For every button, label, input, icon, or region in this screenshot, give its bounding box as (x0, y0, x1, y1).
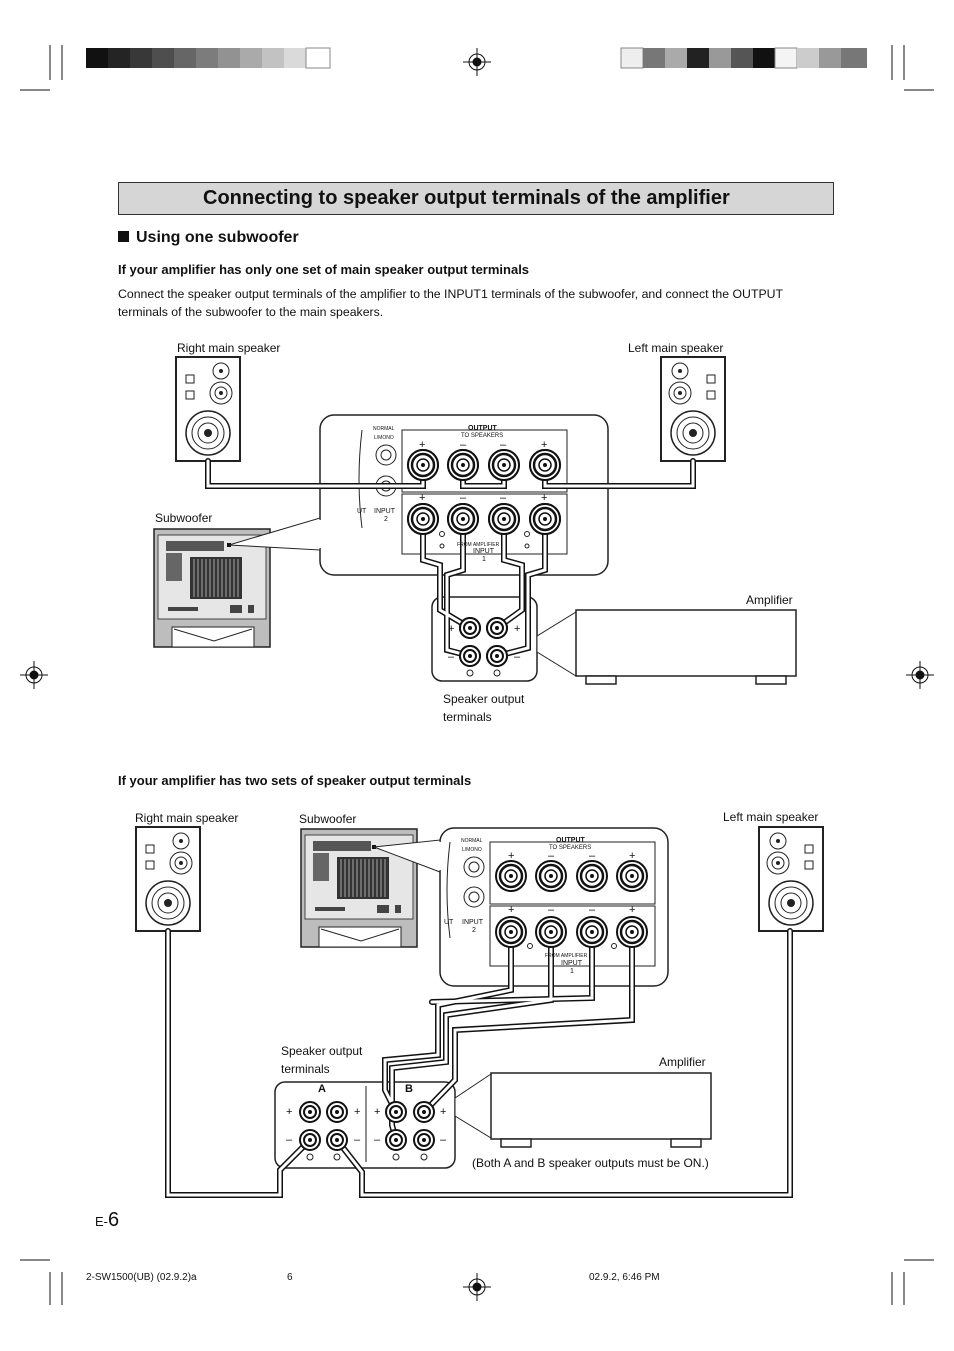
right-main-speaker-2 (135, 826, 201, 932)
label-left-main-speaker-1: Left main speaker (628, 341, 724, 355)
svg-text:+: + (508, 904, 514, 916)
panel1-input2: INPUT (374, 508, 395, 515)
panel2-input1-num: 1 (570, 968, 574, 975)
section-title: Connecting to speaker output terminals o… (203, 187, 730, 209)
diagram-one-set: + – – + + – – + + + – – (153, 356, 797, 685)
svg-text:+: + (508, 850, 514, 862)
panel2-output: OUTPUT (556, 837, 585, 844)
panel1-input2-num: 2 (384, 516, 388, 523)
left-main-speaker-2 (758, 826, 824, 932)
page-number-value: 6 (108, 1209, 120, 1231)
label-speaker-output-2a: Speaker output (281, 1044, 363, 1058)
panel2-normal: NORMAL (461, 838, 483, 844)
svg-text:–: – (440, 1134, 447, 1146)
label-left-main-speaker-2: Left main speaker (723, 810, 819, 824)
panel1-mono: L/MONO (374, 435, 394, 441)
panel1-from-amplifier: FROM AMPLIFIER (457, 542, 500, 548)
color-bar-left (86, 47, 331, 69)
svg-text:–: – (460, 492, 467, 504)
panel2-mono: L/MONO (462, 847, 482, 853)
svg-text:–: – (460, 439, 467, 451)
svg-text:–: – (286, 1134, 293, 1146)
svg-text:–: – (589, 904, 596, 916)
panel1-to-speakers: TO SPEAKERS (461, 433, 504, 439)
svg-text:–: – (514, 651, 521, 663)
footer-date: 02.9.2, 6:46 PM (589, 1272, 660, 1283)
svg-text:+: + (286, 1106, 292, 1118)
panel2-input2-num: 2 (472, 927, 476, 934)
subheading-text: Using one subwoofer (136, 229, 299, 246)
page-number: E-6 (95, 1209, 119, 1232)
case1-body: Connect the speaker output terminals of … (118, 287, 783, 319)
panel1-ut: UT (357, 508, 367, 515)
svg-text:–: – (589, 850, 596, 862)
footer-file: 2-SW1500(UB) (02.9.2)a (86, 1272, 197, 1283)
panel1-normal: NORMAL (373, 426, 395, 432)
panel2-from-amplifier: FROM AMPLIFIER (545, 953, 588, 959)
panel2-to-speakers: TO SPEAKERS (549, 845, 592, 851)
svg-text:+: + (541, 439, 547, 451)
svg-text:–: – (374, 1134, 381, 1146)
right-main-speaker-1 (175, 356, 241, 462)
panel2-input1: INPUT (561, 960, 582, 967)
left-main-speaker-1 (660, 356, 726, 462)
svg-text:+: + (629, 904, 635, 916)
diagram-two-sets: + – – + + – – + + + – – + + – – (135, 826, 824, 1198)
svg-text:–: – (548, 850, 555, 862)
terminal-b-label: B (405, 1083, 413, 1095)
svg-text:–: – (500, 492, 507, 504)
square-bullet-icon (118, 231, 129, 242)
panel2-ut: UT (444, 919, 454, 926)
label-speaker-output-1a: Speaker output (443, 692, 525, 706)
panel1-input1: INPUT (473, 548, 494, 555)
svg-text:+: + (419, 492, 425, 504)
svg-text:–: – (500, 439, 507, 451)
svg-text:–: – (354, 1134, 361, 1146)
svg-text:+: + (514, 623, 520, 635)
page-prefix: E- (95, 1214, 108, 1229)
subheading: Using one subwoofer (118, 229, 299, 247)
svg-text:+: + (629, 850, 635, 862)
label-right-main-speaker-1: Right main speaker (177, 341, 281, 355)
svg-text:+: + (541, 492, 547, 504)
panel1-input1-num: 1 (482, 556, 486, 563)
registration-marks (20, 48, 934, 1301)
svg-text:+: + (448, 623, 454, 635)
label-amplifier-2: Amplifier (659, 1055, 706, 1069)
panel1-output: OUTPUT (468, 425, 497, 432)
svg-text:+: + (440, 1106, 446, 1118)
svg-text:+: + (354, 1106, 360, 1118)
svg-text:–: – (448, 651, 455, 663)
svg-text:–: – (548, 904, 555, 916)
label-subwoofer-1: Subwoofer (155, 511, 213, 525)
label-speaker-output-2b: terminals (281, 1062, 330, 1076)
svg-text:+: + (374, 1106, 380, 1118)
amplifier-2 (490, 1072, 712, 1148)
label-both-on-note: (Both A and B speaker outputs must be ON… (472, 1156, 709, 1170)
label-speaker-output-1b: terminals (443, 710, 492, 724)
crop-marks (20, 45, 934, 1305)
case1-heading: If your amplifier has only one set of ma… (118, 262, 530, 277)
label-subwoofer-2: Subwoofer (299, 812, 357, 826)
label-amplifier-1: Amplifier (746, 593, 793, 607)
svg-text:+: + (419, 439, 425, 451)
section-title-box: Connecting to speaker output terminals o… (118, 182, 834, 215)
footer-sheet: 6 (287, 1272, 293, 1283)
label-right-main-speaker-2: Right main speaker (135, 811, 239, 825)
amplifier-1 (575, 609, 797, 685)
case2-heading: If your amplifier has two sets of speake… (118, 773, 472, 788)
color-bar-right (620, 47, 867, 69)
terminal-a-label: A (318, 1083, 326, 1095)
panel2-input2: INPUT (462, 919, 483, 926)
